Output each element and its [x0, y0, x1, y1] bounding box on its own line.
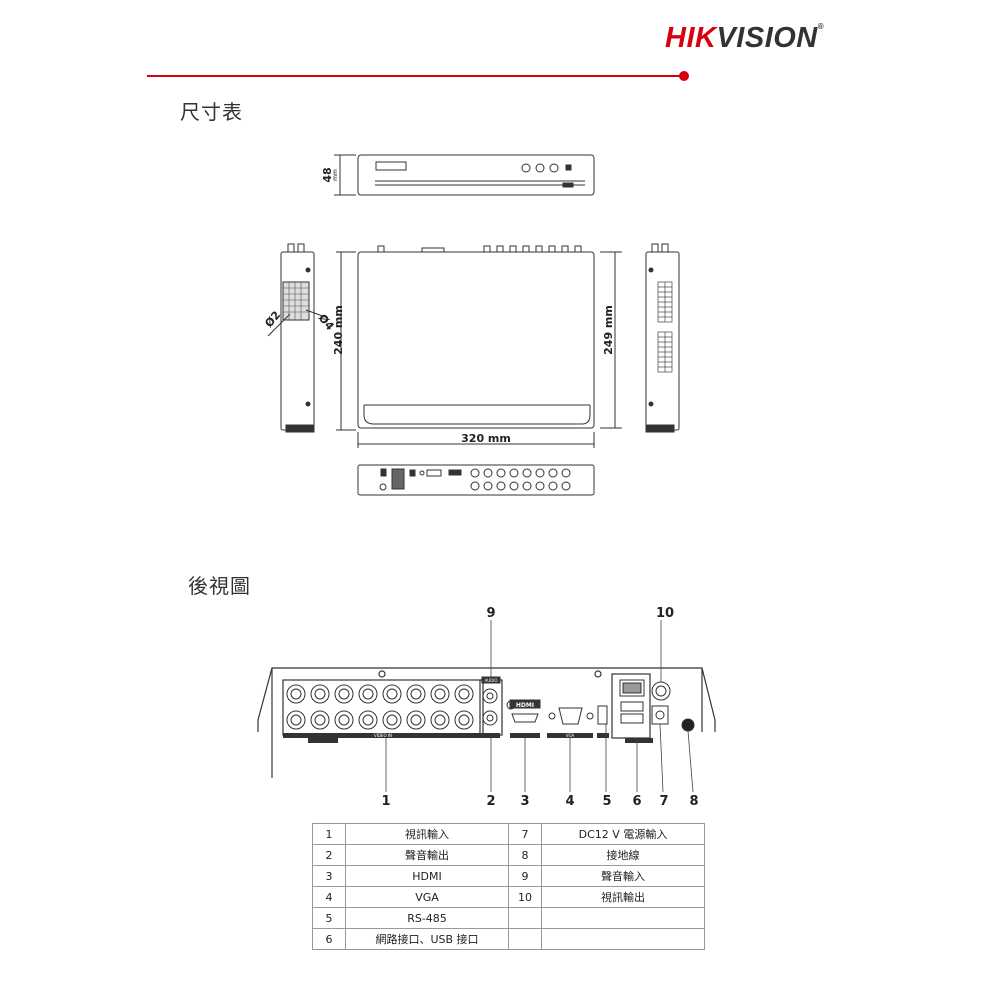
table-row: 3 HDMI 9 聲音輸入 [312, 865, 705, 887]
hdmi-port-label: HDMI [516, 702, 534, 709]
header-rule-dot [679, 71, 689, 81]
callout-leaders [385, 620, 694, 793]
legend-description: 接地線 [541, 844, 705, 866]
legend-number [508, 907, 542, 929]
network-usb-ports [619, 679, 645, 724]
depth-right-label: 249 mm [602, 305, 615, 355]
legend-description: 視訊輸出 [541, 886, 705, 908]
legend-description: 視訊輸入 [345, 823, 509, 845]
table-row: 6 網路接口、USB 接口 [312, 928, 705, 950]
legend-number: 10 [508, 886, 542, 908]
legend-number: 8 [508, 844, 542, 866]
legend-description [541, 907, 705, 929]
front-view: 48 mm [321, 154, 595, 196]
section-title-rear-view: 後視圖 [188, 574, 251, 598]
vga-port: VGA [547, 707, 594, 738]
left-side-view: Ø2 Ø4 240 mm [262, 243, 356, 433]
table-row: 4 VGA 10 視訊輸出 [312, 886, 705, 908]
port-legend-table: 1 視訊輸入 7 DC12 V 電源輸入 2 聲音輸出 8 接地線 3 HDMI… [312, 823, 705, 950]
section-title-dimensions: 尺寸表 [180, 100, 243, 124]
legend-description: DC12 V 電源輸入 [541, 823, 705, 845]
legend-number: 7 [508, 823, 542, 845]
legend-description [541, 928, 705, 950]
legend-number: 1 [312, 823, 346, 845]
legend-number: 9 [508, 865, 542, 887]
rs485-port [597, 705, 609, 738]
audio-ports: AUDIO [481, 676, 516, 738]
legend-description: 聲音輸入 [541, 865, 705, 887]
legend-description: 網路接口、USB 接口 [345, 928, 509, 950]
legend-number: 2 [312, 844, 346, 866]
callout-9: 9 [486, 606, 495, 621]
hdmi-port: HDMI [509, 699, 541, 738]
legend-description: 聲音輸出 [345, 844, 509, 866]
table-row: 5 RS-485 [312, 907, 705, 929]
callout-6: 6 [632, 794, 641, 809]
video-in-bnc-ports [286, 684, 474, 730]
callout-2: 2 [486, 794, 495, 809]
vga-port-label: VGA [566, 733, 575, 738]
height-unit: mm [332, 169, 339, 181]
logo-reg: ® [817, 22, 825, 31]
legend-number [508, 928, 542, 950]
callout-8: 8 [689, 794, 698, 809]
height-value: 48 [321, 167, 334, 182]
hikvision-logo: HIKVISION® [665, 22, 824, 55]
video-in-label: VIDEO IN [374, 733, 392, 738]
logo-vision: VISION [716, 22, 818, 54]
rear-view-small [357, 464, 595, 496]
legend-description: VGA [345, 886, 509, 908]
legend-number: 5 [312, 907, 346, 929]
rear-view-large: VIDEO IN AUDIO HDMI VGA [257, 667, 716, 778]
table-row: 1 視訊輸入 7 DC12 V 電源輸入 [312, 823, 705, 845]
legend-description: HDMI [345, 865, 509, 887]
callout-7: 7 [659, 794, 668, 809]
width-label: 320 mm [461, 432, 511, 445]
callout-numbers: 1 2 3 4 5 6 7 8 9 10 [381, 606, 698, 809]
right-side-view [645, 243, 680, 433]
top-view: 320 mm 249 mm [357, 245, 622, 448]
legend-number: 3 [312, 865, 346, 887]
legend-number: 6 [312, 928, 346, 950]
audio-label: AUDIO [484, 678, 497, 683]
callout-4: 4 [565, 794, 574, 809]
depth-label: 240 mm [332, 305, 345, 355]
callout-1: 1 [381, 794, 390, 809]
table-row: 2 聲音輸出 8 接地線 [312, 844, 705, 866]
legend-description: RS-485 [345, 907, 509, 929]
logo-hik: HIK [665, 22, 717, 54]
header-rule [147, 75, 682, 77]
callout-5: 5 [602, 794, 611, 809]
callout-10: 10 [656, 606, 674, 621]
callout-3: 3 [520, 794, 529, 809]
hole-small-label: Ø2 [262, 309, 283, 330]
video-out-and-power [651, 681, 695, 732]
legend-number: 4 [312, 886, 346, 908]
